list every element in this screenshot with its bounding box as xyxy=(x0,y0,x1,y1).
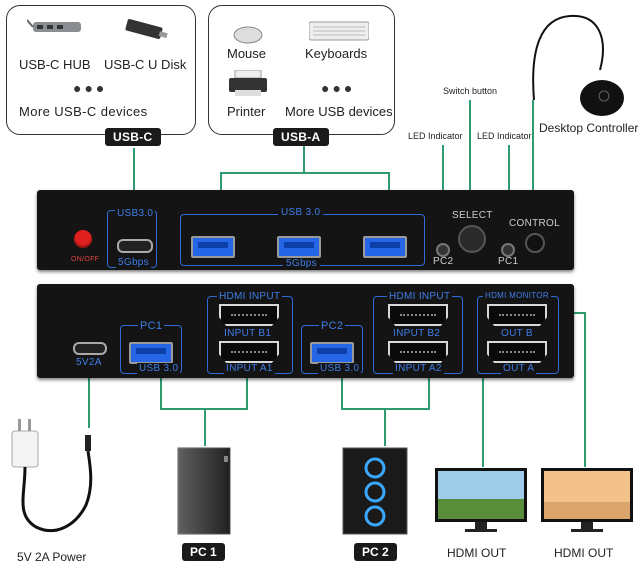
pc2-back-label: PC2 xyxy=(319,320,346,332)
usb-a-port-1[interactable] xyxy=(191,236,235,258)
more-usb-label: More USB devices xyxy=(285,104,393,119)
usb-a-port-3[interactable] xyxy=(363,236,407,258)
desktop-controller-label: Desktop Controller xyxy=(539,121,639,135)
pc2-front-label: PC2 xyxy=(433,256,454,267)
power-adapter-label: 5V 2A Power xyxy=(17,550,87,564)
input-b2-label: INPUT B2 xyxy=(393,328,441,339)
monitor-2-icon xyxy=(541,466,633,541)
usb3-big-label: USB 3.0 xyxy=(278,207,324,218)
hdmi-input-1-label: HDMI INPUT xyxy=(217,291,283,302)
led-indicator-left-callout: LED Indicator xyxy=(408,131,463,141)
power-usb-c-port[interactable] xyxy=(73,342,107,355)
out-b-label: OUT B xyxy=(501,328,533,339)
usb-c-hub-label: USB-C HUB xyxy=(19,57,91,72)
hdmi-out-b-port[interactable] xyxy=(487,304,547,326)
hdmi-out-a-port[interactable] xyxy=(487,341,547,363)
usb-c-disk-label: USB-C U Disk xyxy=(104,57,187,72)
pc1-tower-icon xyxy=(174,446,234,541)
power-label: ON/OFF xyxy=(71,256,100,263)
pc2-bottom-label: PC 2 xyxy=(354,543,397,561)
hdmi-input-2-label: HDMI INPUT xyxy=(387,291,453,302)
gbps-big-label: 5Gbps xyxy=(283,258,320,269)
usb-c-port[interactable] xyxy=(117,239,153,253)
led-indicator-right-callout: LED Indicator xyxy=(477,131,532,141)
switch-button-callout: Switch button xyxy=(443,86,498,96)
usb-a-devices-card: Mouse Keyboards ●●● Printer More USB dev… xyxy=(208,5,395,135)
pc2-usb-port[interactable] xyxy=(310,342,354,364)
usb-a-tag: USB-A xyxy=(273,128,329,146)
more-usb-dots: ●●● xyxy=(321,80,356,96)
pc1-front-label: PC1 xyxy=(498,256,519,267)
mouse-label: Mouse xyxy=(227,46,267,61)
control-label: CONTROL xyxy=(509,218,560,229)
pc2-led xyxy=(436,243,450,257)
usb3-small-label: USB3.0 xyxy=(115,208,156,219)
monitor-1-icon xyxy=(435,466,527,541)
pc2-usb30-label: USB 3.0 xyxy=(318,363,362,374)
input-a1-label: INPUT A1 xyxy=(224,363,275,374)
keyboards-label: Keyboards xyxy=(305,46,368,61)
back-panel: 5V2A PC1 USB 3.0 HDMI INPUT INPUT B1 INP… xyxy=(37,284,574,378)
power-button[interactable] xyxy=(74,230,92,248)
keyboard-icon xyxy=(308,20,370,47)
usb-a-port-2[interactable] xyxy=(277,236,321,258)
hdmi-b2-port[interactable] xyxy=(388,304,448,326)
hdmi-b1-port[interactable] xyxy=(219,304,279,326)
more-usb-c-label: More USB-C devices xyxy=(19,104,148,119)
front-panel: ON/OFF USB3.0 5Gbps USB 3.0 5Gbps PC2 SE… xyxy=(37,190,574,270)
pc1-bottom-label: PC 1 xyxy=(182,543,225,561)
desktop-controller-icon xyxy=(530,10,630,127)
printer-label: Printer xyxy=(227,104,266,119)
power-5v2a-label: 5V2A xyxy=(76,357,102,368)
pc1-usb30-label: USB 3.0 xyxy=(137,363,181,374)
printer-icon xyxy=(229,69,267,103)
hdmi-a1-port[interactable] xyxy=(219,341,279,363)
hdmi-a2-port[interactable] xyxy=(388,341,448,363)
hdmi-out-2-label: HDMI OUT xyxy=(554,546,614,560)
power-adapter-icon xyxy=(6,415,96,545)
input-b1-label: INPUT B1 xyxy=(224,328,272,339)
hdmi-monitor-label: HDMI MONITOR xyxy=(483,291,551,300)
pc1-usb-port[interactable] xyxy=(129,342,173,364)
pc1-back-label: PC1 xyxy=(138,320,165,332)
usb-c-hub-icon xyxy=(26,16,87,38)
more-dots: ●●● xyxy=(73,80,108,96)
gbps-small-label: 5Gbps xyxy=(116,257,151,268)
usb-c-tag: USB-C xyxy=(105,128,161,146)
select-label: SELECT xyxy=(452,210,493,221)
mouse-icon xyxy=(231,24,265,49)
pc1-led xyxy=(501,243,515,257)
control-port[interactable] xyxy=(525,233,545,253)
input-a2-label: INPUT A2 xyxy=(393,363,444,374)
usb-c-disk-icon xyxy=(122,18,172,40)
hdmi-out-1-label: HDMI OUT xyxy=(447,546,507,560)
out-a-label: OUT A xyxy=(501,363,537,374)
select-button[interactable] xyxy=(458,225,486,253)
pc2-tower-icon xyxy=(341,446,411,541)
usb-c-devices-card: USB-C HUB USB-C U Disk ●●● More USB-C de… xyxy=(6,5,196,135)
